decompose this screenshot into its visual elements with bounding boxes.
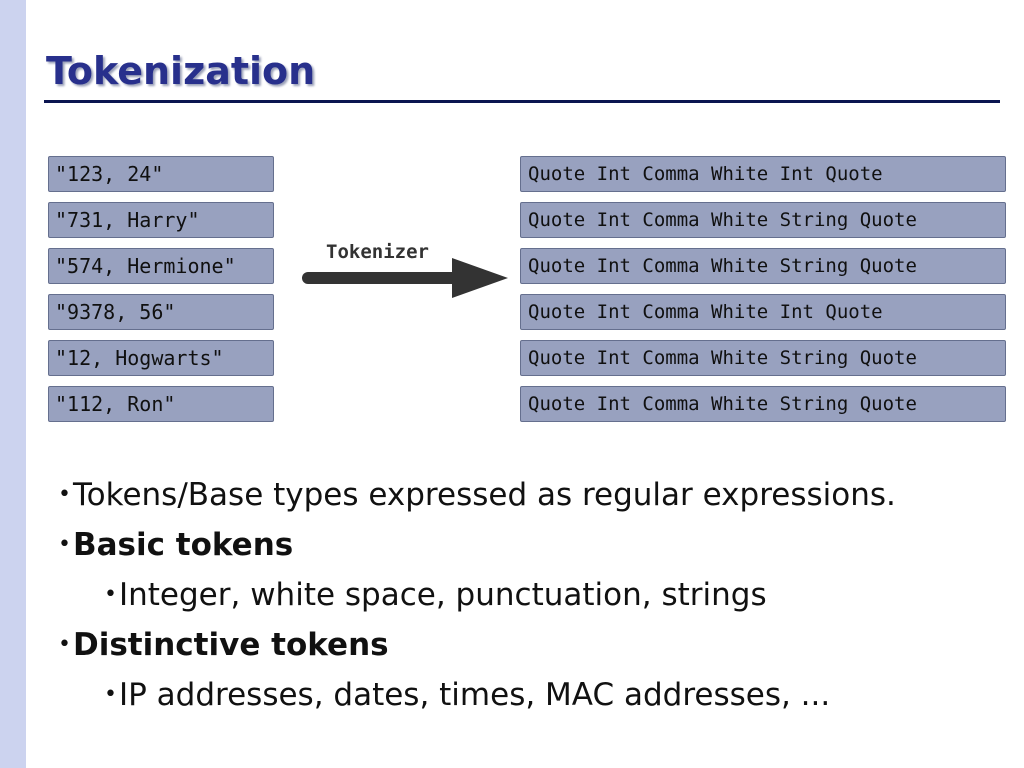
bullet-text: IP addresses, dates, times, MAC addresse… [118,677,831,713]
bullet-list: •Tokens/Base types expressed as regular … [58,470,1008,720]
bullet-text: Integer, white space, punctuation, strin… [118,577,767,613]
input-string-box: "9378, 56" [48,294,274,330]
bullet-glyph: • [104,582,117,607]
bullet-glyph: • [58,632,71,657]
input-string-box: "731, Harry" [48,202,274,238]
slide-title: Tokenization [46,49,316,93]
title-rule [44,100,1000,103]
side-stripe [0,0,26,768]
input-string-box: "12, Hogwarts" [48,340,274,376]
token-sequence-box: Quote Int Comma White Int Quote [520,294,1006,330]
input-string-box: "112, Ron" [48,386,274,422]
bullet-item: •Tokens/Base types expressed as regular … [58,470,1008,520]
right-arrow-icon [302,258,508,298]
bullet-item: •Distinctive tokens [58,620,1008,670]
bullet-glyph: • [58,482,71,507]
bullet-text: Distinctive tokens [72,627,389,663]
input-string-box: "574, Hermione" [48,248,274,284]
tokenizer-label: Tokenizer [326,241,429,263]
token-sequence-box: Quote Int Comma White String Quote [520,340,1006,376]
bullet-item: •Basic tokens [58,520,1008,570]
bullet-glyph: • [58,532,71,557]
token-sequence-box: Quote Int Comma White String Quote [520,386,1006,422]
token-sequence-box: Quote Int Comma White Int Quote [520,156,1006,192]
token-sequence-box: Quote Int Comma White String Quote [520,202,1006,238]
bullet-text: Basic tokens [72,527,294,563]
bullet-glyph: • [104,682,117,707]
input-string-box: "123, 24" [48,156,274,192]
bullet-text: Tokens/Base types expressed as regular e… [72,477,896,513]
sub-bullet-item: •IP addresses, dates, times, MAC address… [58,670,1008,720]
token-sequence-box: Quote Int Comma White String Quote [520,248,1006,284]
sub-bullet-item: •Integer, white space, punctuation, stri… [58,570,1008,620]
